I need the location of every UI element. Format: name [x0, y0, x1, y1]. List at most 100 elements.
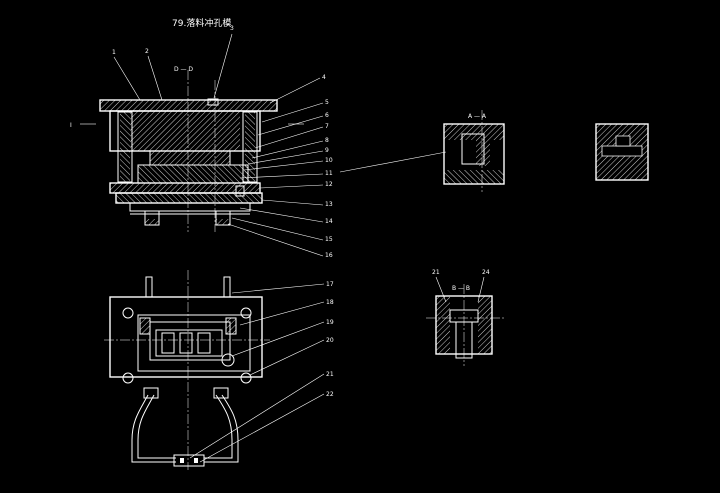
- callout-22: 22: [326, 391, 334, 398]
- foot-left-hatch: [145, 219, 159, 225]
- ejector-bar: [129, 202, 251, 212]
- callout-9: 9: [325, 147, 329, 154]
- leader-8: [251, 140, 324, 159]
- die-block-hatch: [138, 165, 248, 183]
- leader-19: [231, 321, 325, 357]
- plan-hole-tr: [240, 307, 252, 319]
- leader-18: [239, 301, 325, 326]
- leader-21: [189, 373, 325, 459]
- top-bolt: [207, 98, 219, 106]
- plan-hole-guide: [221, 353, 235, 367]
- detail-aa-leader: [339, 151, 447, 173]
- punch-holder-hatch: [130, 111, 240, 151]
- plan-pin-left: [145, 276, 153, 298]
- leader-11: [239, 173, 324, 179]
- plan-clamp-left-hatch: [140, 318, 150, 334]
- main-section-view: D — D I: [70, 25, 333, 259]
- plan-punch-outline: [155, 329, 223, 357]
- guide-post-left-hatch: [120, 112, 130, 182]
- callout-1: 1: [112, 49, 116, 56]
- base-plate-hatch: [116, 193, 262, 203]
- plan-slot-1: [161, 332, 175, 354]
- detail-right-notch: [615, 135, 631, 147]
- leader-10: [243, 160, 324, 171]
- plan-hole-tl: [122, 307, 134, 319]
- callout-13: 13: [325, 201, 333, 208]
- lower-screw: [235, 185, 245, 197]
- callout-19: 19: [326, 319, 334, 326]
- callout-6: 6: [325, 112, 329, 119]
- guide-post-right-hatch: [245, 112, 255, 182]
- callout-12: 12: [325, 181, 333, 188]
- detail-callout-21: 21: [432, 269, 440, 276]
- callout-11: 11: [325, 170, 333, 177]
- leader-22: [199, 393, 325, 463]
- detail-view-right: [595, 123, 649, 181]
- detail-view-bb: B — B 21 24: [426, 269, 504, 366]
- detail-aa-bottom-hatch: [444, 170, 504, 184]
- leader-14: [239, 207, 324, 223]
- plan-view: 17 18 19 20 21 22: [104, 270, 334, 470]
- detail-view-aa: A — A: [339, 110, 505, 192]
- detail-aa-insert-hatch: [476, 140, 490, 166]
- callout-4: 4: [322, 74, 326, 81]
- callout-5: 5: [325, 99, 329, 106]
- callout-20: 20: [326, 337, 334, 344]
- leader-6: [257, 115, 324, 136]
- leader-17: [231, 283, 325, 294]
- callout-3: 3: [230, 25, 234, 32]
- top-plate-hatch: [100, 100, 277, 111]
- callout-21: 21: [326, 371, 334, 378]
- hose-fitting-right: [213, 387, 229, 399]
- leader-5: [261, 102, 324, 123]
- callout-18: 18: [326, 299, 334, 306]
- hose-fitting-left: [143, 387, 159, 399]
- leader-1: [113, 56, 141, 101]
- foot-right-hatch: [216, 219, 230, 225]
- callout-10: 10: [325, 157, 333, 164]
- callout-14: 14: [325, 218, 333, 225]
- plan-hole-bl: [122, 372, 134, 384]
- callout-8: 8: [325, 137, 329, 144]
- hose-left-inner: [137, 394, 176, 459]
- plan-outer-plate: [109, 296, 263, 378]
- callout-15: 15: [325, 236, 333, 243]
- detail-label-aa: A — A: [468, 113, 487, 120]
- hose-right-inner: [204, 394, 233, 459]
- leader-9: [247, 150, 324, 165]
- leader-2: [147, 55, 163, 101]
- callout-17: 17: [326, 281, 334, 288]
- leader-13: [261, 199, 324, 206]
- leader-3: [213, 33, 233, 99]
- hose-left: [131, 394, 176, 463]
- plan-hole-br: [240, 372, 252, 384]
- leader-15: [231, 217, 324, 241]
- drawing-title: 79.落料冲孔模: [172, 17, 231, 29]
- stripper-plate-hatch: [150, 151, 230, 165]
- callout-2: 2: [145, 48, 149, 55]
- lower-plate-hatch: [110, 183, 260, 193]
- leader-4: [269, 77, 321, 104]
- detail-bb-left-hatch: [436, 296, 450, 354]
- detail-label-bb: B — B: [452, 285, 470, 292]
- connector-pin-1: [180, 458, 184, 463]
- callout-16: 16: [325, 252, 333, 259]
- connector-pin-2: [194, 458, 198, 463]
- plan-pin-right: [223, 276, 231, 298]
- leader-16: [227, 223, 324, 257]
- leader-7: [254, 126, 324, 149]
- hose-right: [204, 394, 239, 463]
- detail-right-slot: [601, 145, 643, 157]
- detail-callout-24: 24: [482, 269, 490, 276]
- detail-bb-right-hatch: [478, 296, 492, 354]
- detail-aa-top-hatch: [444, 124, 504, 140]
- section-label-i: I: [70, 122, 72, 129]
- hose-connector: [173, 454, 205, 467]
- leader-12: [259, 184, 324, 189]
- callout-7: 7: [325, 123, 329, 130]
- section-label-dd: D — D: [174, 66, 193, 73]
- plan-die-opening: [149, 321, 231, 361]
- plan-slot-2: [179, 332, 193, 354]
- leader-20: [249, 339, 325, 376]
